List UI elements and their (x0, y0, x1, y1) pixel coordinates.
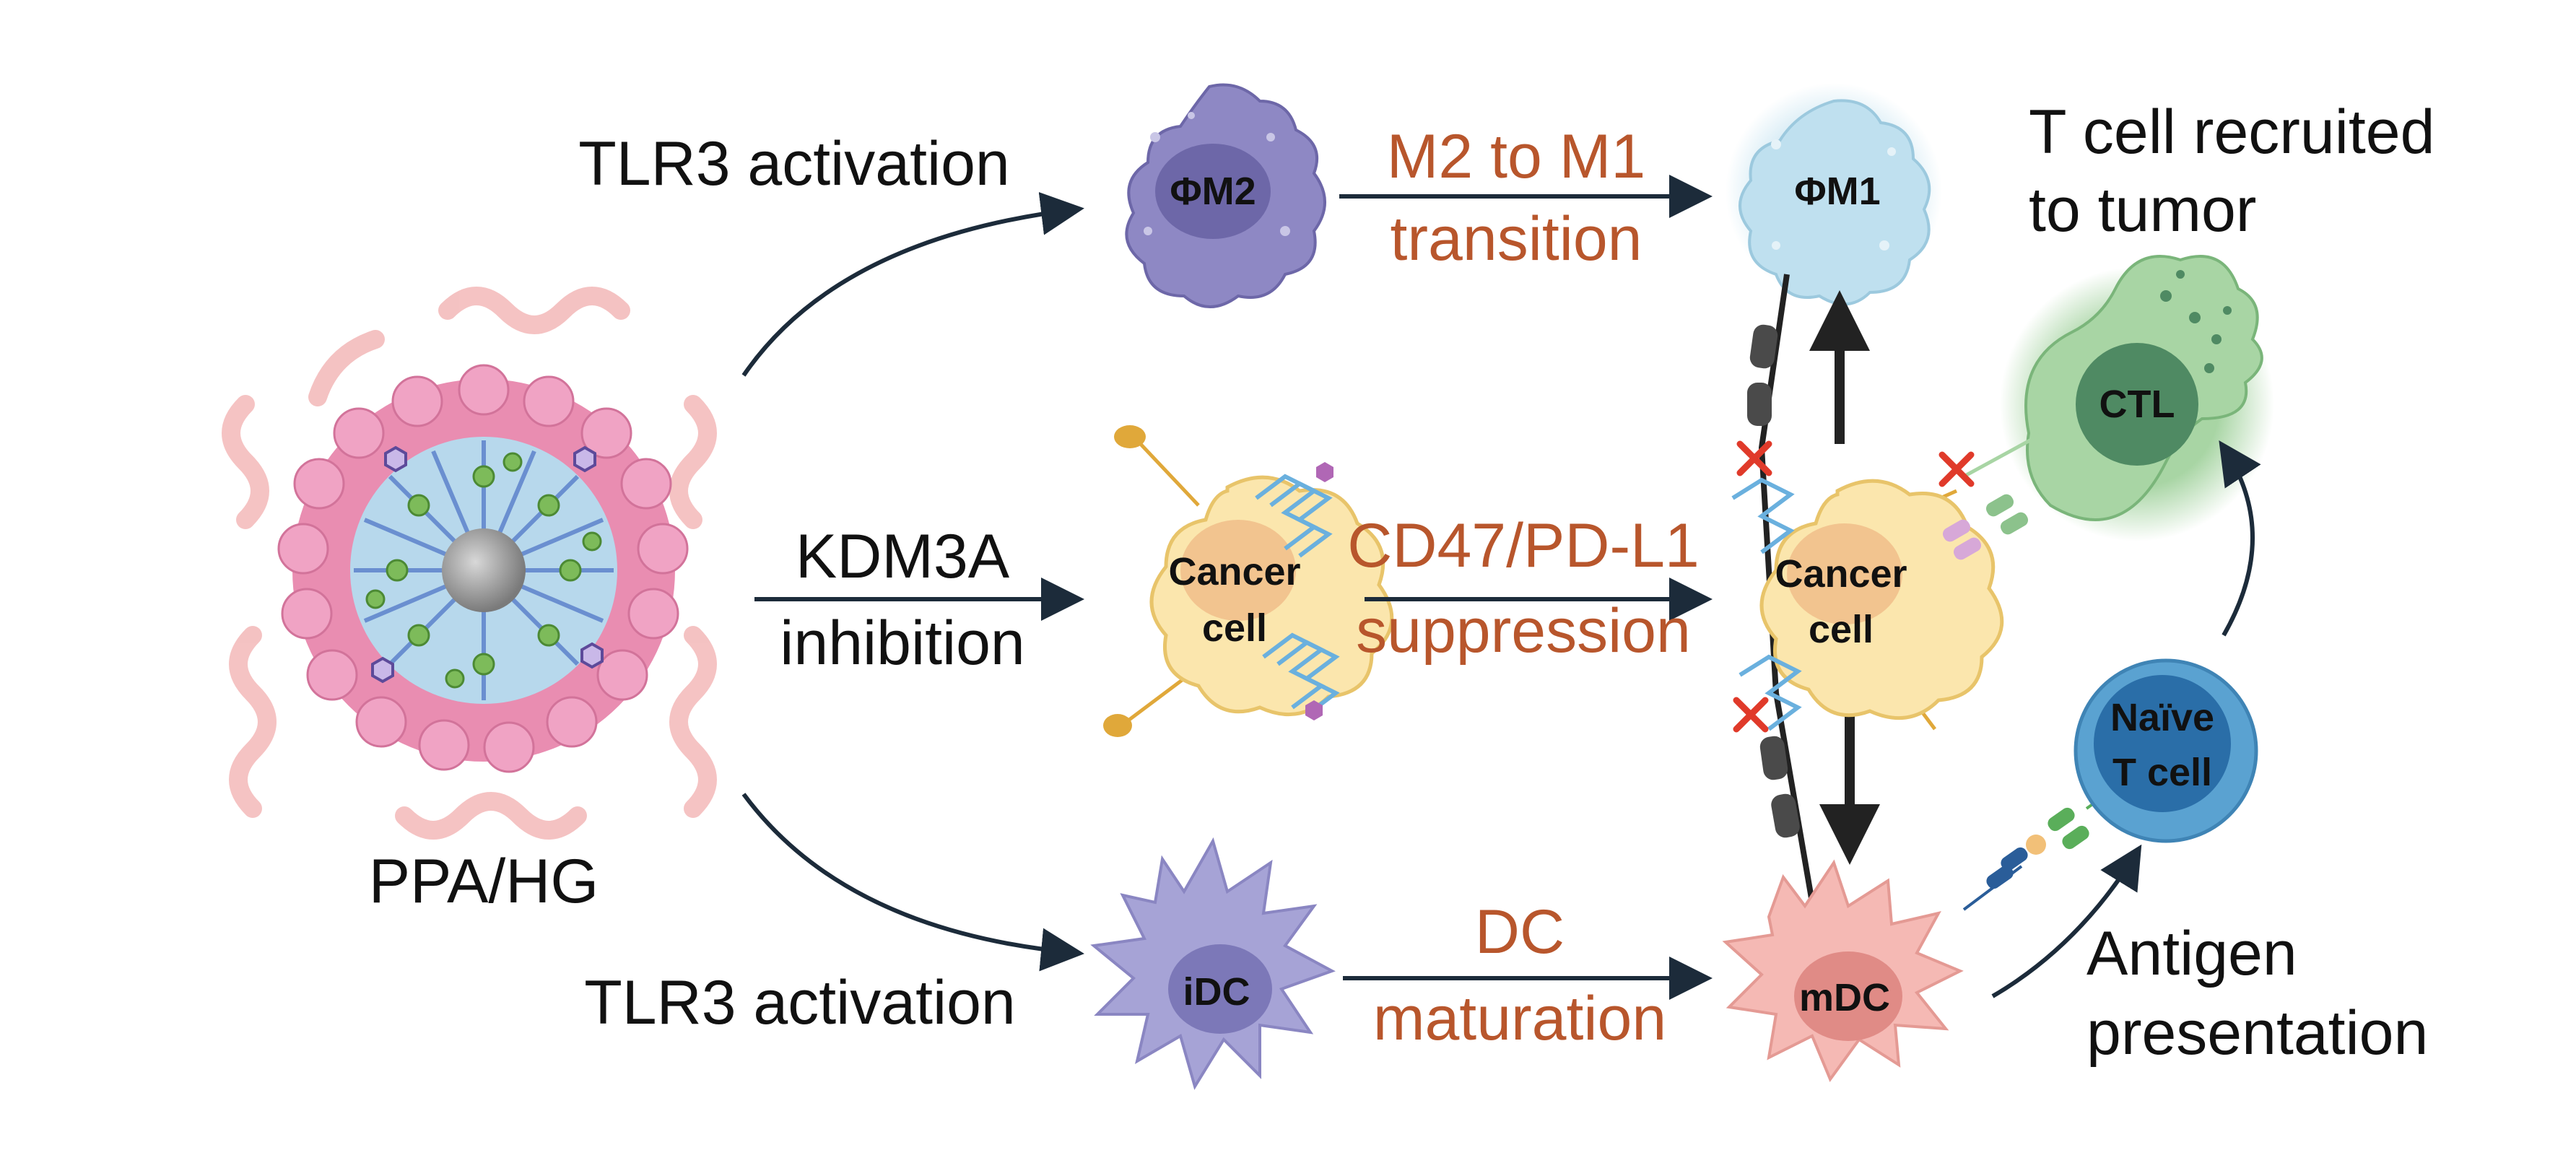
blocked-mark-ctl (1938, 451, 1975, 487)
cd47-receptor (1255, 474, 1340, 717)
immature-dendritic-cell (1090, 837, 1336, 1090)
drug-molecules (365, 452, 602, 689)
middle-process-line1: CD47/PD-L1 (1347, 511, 1700, 580)
top-trigger-label: TLR3 activation (578, 129, 1010, 199)
arrow-to-idc (741, 793, 1084, 972)
blocked-mark-upper (1736, 440, 1772, 476)
antigen-presentation-line2: presentation (2087, 998, 2428, 1068)
arrow-to-m2 (741, 192, 1084, 377)
naive-label-line2: T cell (2112, 751, 2212, 794)
pd1-pdl1-interaction (1938, 431, 2045, 560)
naive-t-cell (2074, 658, 2258, 843)
nanoparticle-ppa-hg (222, 287, 717, 840)
cytotoxic-t-lymphocyte (2000, 255, 2274, 541)
ctl-label: CTL (2099, 383, 2175, 426)
immune-checkpoint-chain (1747, 274, 1815, 903)
cancer-left-label-line1: Cancer (1168, 550, 1300, 593)
bottom-process-line1: DC (1475, 897, 1565, 967)
cancer-cell-right (1731, 440, 2004, 733)
nanoparticle-core (442, 528, 526, 612)
m1-label: ΦM1 (1794, 170, 1880, 213)
middle-process-line2: suppression (1356, 596, 1691, 666)
idc-label: iDC (1183, 970, 1250, 1014)
t-cell-recruited-line2: to tumor (2029, 175, 2256, 245)
cancer-left-label-line2: cell (1202, 606, 1267, 650)
shell-beads (277, 364, 689, 773)
middle-trigger-label-line2: inhibition (780, 609, 1024, 678)
m1-macrophage (1726, 83, 1942, 306)
bottom-process-line2: maturation (1373, 984, 1666, 1053)
top-process-line1: M2 to M1 (1387, 122, 1645, 191)
hexagon-markers (371, 445, 604, 684)
cancer-right-label-line1: Cancer (1775, 552, 1907, 596)
naive-label-line1: Naïve (2110, 696, 2214, 739)
middle-trigger-label-line1: KDM3A (796, 522, 1010, 591)
arrow-naive-to-ctl (2219, 440, 2261, 637)
blocked-mark-lower (1733, 697, 1769, 733)
top-process-line2: transition (1391, 204, 1642, 274)
m2-macrophage (1125, 83, 1326, 308)
rna-strands (222, 287, 717, 840)
m2-label: ΦM2 (1170, 170, 1256, 213)
t-cell-recruited-line1: T cell recruited (2029, 97, 2434, 167)
mature-dendritic-cell (1722, 859, 1964, 1083)
cd47-receptor-right (1731, 477, 1802, 731)
mdc-label: mDC (1799, 976, 1890, 1019)
bottom-trigger-label: TLR3 activation (584, 968, 1016, 1037)
arrow-mdc-to-naive (1991, 844, 2142, 998)
nanoparticle-label: PPA/HG (369, 847, 599, 916)
cancer-cell-left (1103, 425, 1394, 737)
cancer-right-label-line2: cell (1809, 608, 1874, 651)
antigen-presentation-line1: Antigen (2087, 919, 2297, 988)
